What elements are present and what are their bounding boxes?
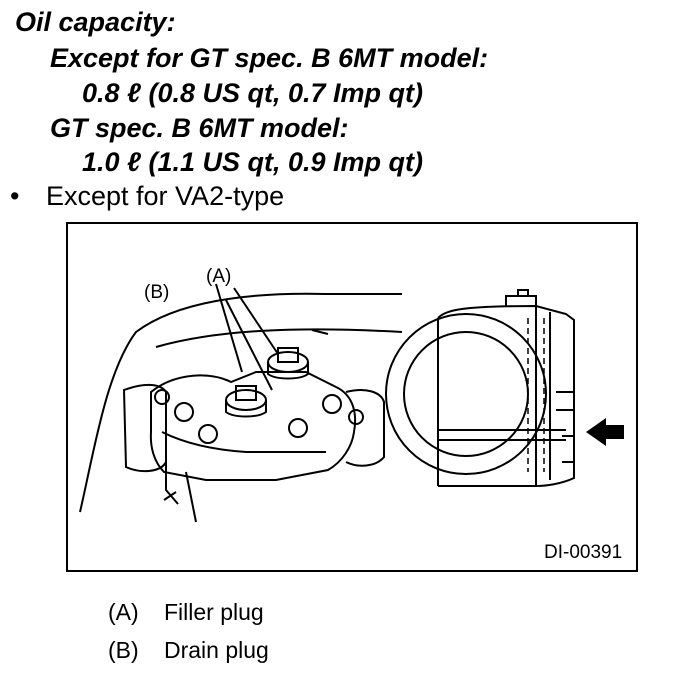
spec-gt-value: 1.0 ℓ (1.1 US qt, 0.9 Imp qt) xyxy=(82,147,424,177)
spec-gt-title: GT spec. B 6MT model: xyxy=(50,113,349,143)
spec-except-value: 0.8 ℓ (0.8 US qt, 0.7 Imp qt) xyxy=(82,78,424,108)
figure-frame: (A) (B) DI-00391 xyxy=(66,222,638,572)
callout-a: (A) xyxy=(206,266,232,287)
bullet-text: Except for VA2-type xyxy=(46,181,285,211)
arrow-icon xyxy=(586,418,624,446)
callout-b: (B) xyxy=(144,282,170,303)
spec-except-title: Except for GT spec. B 6MT model: xyxy=(50,43,489,73)
legend-label-b: Drain plug xyxy=(164,637,269,663)
figure-id: DI-00391 xyxy=(544,542,623,563)
legend-key-a: (A) xyxy=(108,599,139,625)
differential-illustration xyxy=(66,222,638,572)
heading-oil-capacity: Oil capacity: xyxy=(15,7,176,37)
bullet-dot: • xyxy=(10,181,20,211)
legend-label-a: Filler plug xyxy=(164,599,264,625)
legend-key-b: (B) xyxy=(108,637,139,663)
